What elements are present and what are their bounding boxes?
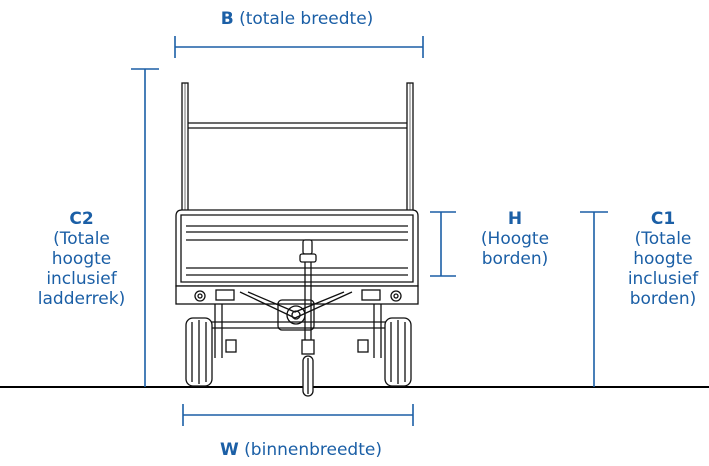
label-b-letter: B <box>220 9 234 29</box>
label-b-text: (totale breedte) <box>239 9 374 29</box>
trailer-drawing <box>175 82 419 397</box>
dimension-line-w <box>182 404 414 426</box>
label-c2-line: inclusief <box>46 269 117 289</box>
dimension-line-c2 <box>131 68 159 387</box>
label-c1-letter: C1 <box>650 209 676 229</box>
dimension-label-h: H (Hoogte borden) <box>465 209 565 269</box>
dimension-label-b: B (totale breedte) <box>192 9 402 29</box>
label-h-line: (Hoogte <box>480 229 550 249</box>
label-c2-line: hoogte <box>51 249 112 269</box>
label-c1-line: hoogte <box>633 249 693 269</box>
label-c2-line: (Totale <box>53 229 110 249</box>
dimension-line-h <box>430 211 456 277</box>
wheel-left <box>185 317 213 387</box>
dimension-line-b <box>174 36 424 58</box>
ladder-rack <box>181 82 414 214</box>
label-c2-letter: C2 <box>69 209 94 229</box>
label-w-text: (binnenbreedte) <box>244 440 382 460</box>
dimension-line-c1 <box>580 211 608 387</box>
label-h-letter: H <box>507 209 523 229</box>
label-c1-line: (Totale <box>634 229 692 249</box>
dimension-label-w: W (binnenbreedte) <box>196 440 406 460</box>
label-w-letter: W <box>220 440 239 460</box>
dimension-label-c1: C1 (Totale hoogte inclusief borden) <box>617 209 709 309</box>
drawbar-jockey-wheel <box>299 239 317 397</box>
label-c2-line: ladderrek) <box>37 289 126 309</box>
label-h-line: borden) <box>481 249 549 269</box>
dimension-label-c2: C2 (Totale hoogte inclusief ladderrek) <box>24 209 139 309</box>
trailer-body <box>175 209 419 305</box>
label-c1-line: inclusief <box>627 269 699 289</box>
label-c1-line: borden) <box>629 289 697 309</box>
wheel-right <box>384 317 412 387</box>
